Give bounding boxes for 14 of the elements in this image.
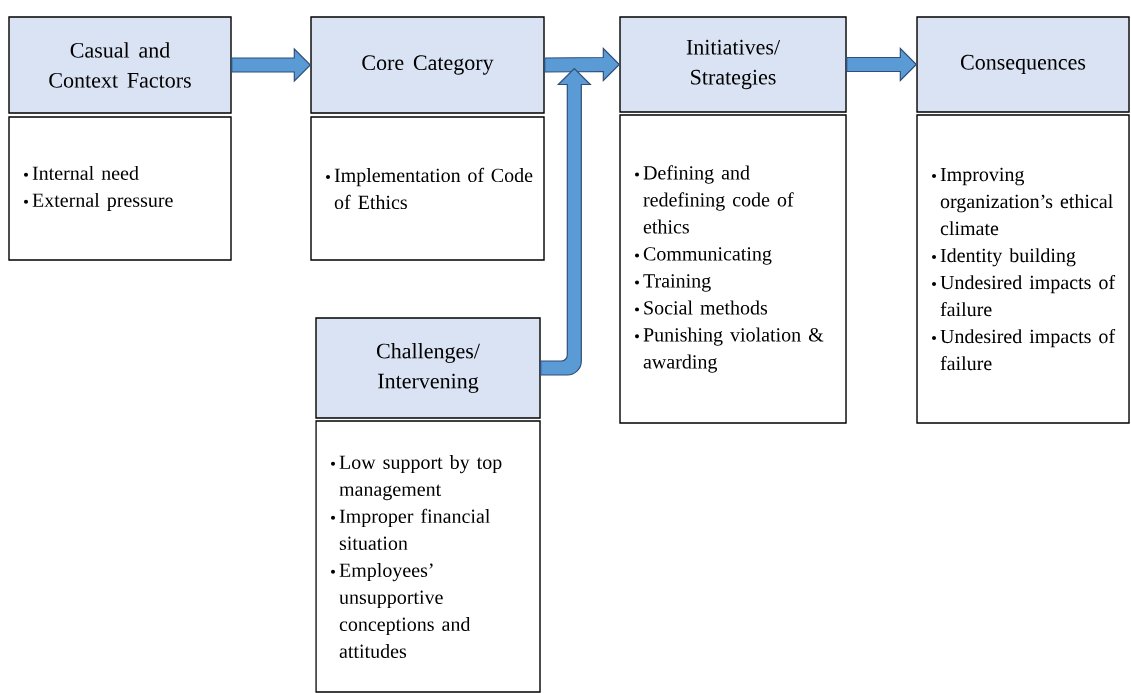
header-box: Consequences (916, 16, 1130, 113)
bullet-list-box: Defining and redefining code of ethics Communicating Training Social methods Punishing violation & awarding (619, 114, 847, 424)
bullet-list-box: Improving organization’s ethical climate Identity building Undesired impacts of failure Undesired impacts of failure (916, 114, 1130, 424)
header-box: Casual and Context Factors (8, 16, 232, 114)
block-arrow (231, 47, 312, 83)
header-box: Initiatives/ Strategies (619, 16, 847, 113)
header-box: Challenges/ Intervening (315, 317, 541, 419)
bullet-list-box: Low support by top management Improper financial situation Employees’ unsupportive conceptions and attitudes (315, 420, 541, 693)
block-arrow (540, 67, 591, 376)
bullet-list-box: Implementation of Code of Ethics (310, 116, 545, 261)
bullet-list-box: Internal need External pressure (8, 116, 232, 261)
header-box: Core Category (310, 16, 545, 114)
block-arrow (544, 47, 621, 82)
block-arrow (846, 47, 918, 82)
